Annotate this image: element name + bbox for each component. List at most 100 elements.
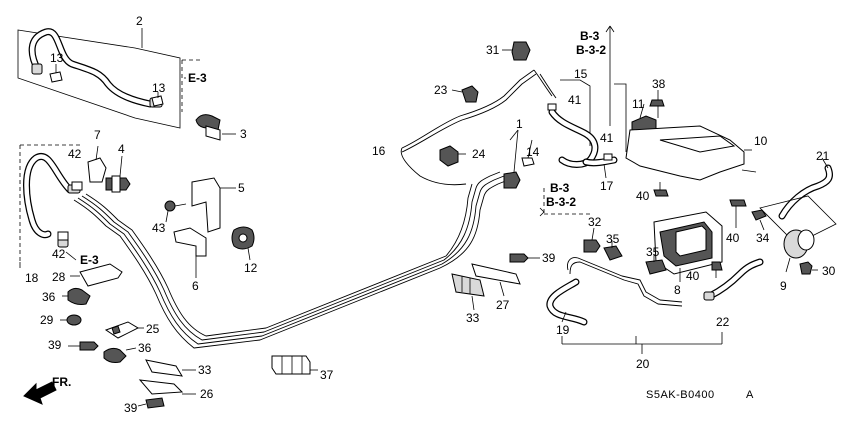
callout-12: 12 xyxy=(244,261,258,275)
clamp-part-35-left xyxy=(603,240,623,261)
clamp-part-33-center xyxy=(451,273,485,311)
cap-part-29 xyxy=(60,314,82,326)
callout-19: 19 xyxy=(556,323,570,337)
callout-15: 15 xyxy=(574,67,588,81)
callout-41-mid: 41 xyxy=(600,131,614,145)
diagram-revision: A xyxy=(746,389,754,401)
clamp-part-37 xyxy=(271,355,318,375)
filter-part-9 xyxy=(783,229,815,273)
hose-part-21 xyxy=(759,157,837,245)
ref-e3-left: E-3 xyxy=(80,253,99,267)
bracket-part-6 xyxy=(173,227,207,278)
assembly-box-2 xyxy=(17,28,181,129)
callout-35-left: 35 xyxy=(606,232,620,246)
callout-28: 28 xyxy=(52,270,66,284)
clip-part-13-left xyxy=(49,64,63,83)
callout-11: 11 xyxy=(632,97,645,111)
hose-part-17 xyxy=(548,108,599,168)
callout-40-top: 40 xyxy=(636,189,650,203)
clip-part-14 xyxy=(521,139,535,167)
ref-e3-top: E-3 xyxy=(188,71,207,85)
bolt-part-39-left xyxy=(68,341,99,351)
callout-37: 37 xyxy=(320,368,334,382)
callout-33-left: 33 xyxy=(198,363,212,377)
callout-23: 23 xyxy=(434,83,448,97)
callout-5: 5 xyxy=(238,181,245,195)
callout-36-left: 36 xyxy=(42,290,56,304)
bolt-part-39-bottom xyxy=(137,397,165,409)
joint-part-4 xyxy=(105,155,131,193)
clamp-part-36-left xyxy=(62,287,91,305)
callout-8: 8 xyxy=(674,283,681,297)
callout-39-left: 39 xyxy=(48,338,62,352)
clamp-part-25 xyxy=(104,321,144,339)
callout-25: 25 xyxy=(146,322,160,336)
callout-17: 17 xyxy=(600,179,614,193)
ref-b3-2-top: B-3-2 xyxy=(576,43,606,57)
assembly-box-15 xyxy=(543,26,627,215)
callout-20: 20 xyxy=(636,357,650,371)
callout-13-right: 13 xyxy=(152,81,166,95)
callout-40-right: 40 xyxy=(726,231,740,245)
callout-33-center: 33 xyxy=(466,311,480,325)
fuel-pipe-set xyxy=(73,69,557,349)
callout-7: 7 xyxy=(94,128,101,142)
bolt-part-40-top xyxy=(653,182,669,197)
callout-labels: 2 13 13 3 7 4 42 42 18 5 43 6 12 28 36 2… xyxy=(25,14,836,415)
assembly-line-20 xyxy=(561,332,723,354)
bolt-part-43 xyxy=(164,200,187,223)
hose-part-2 xyxy=(28,28,163,108)
callout-4: 4 xyxy=(118,142,125,156)
clip-part-7 xyxy=(87,145,107,183)
callout-27: 27 xyxy=(496,298,510,312)
assembly-box-18 xyxy=(19,144,80,268)
bolt-part-38 xyxy=(649,90,665,118)
bolt-part-39-center xyxy=(509,253,540,263)
hose-part-18 xyxy=(23,153,81,248)
clamp-part-3 xyxy=(195,114,236,141)
diagram-code: S5AK-B0400 A xyxy=(646,389,754,401)
bracket-part-26 xyxy=(138,379,196,395)
clamp-part-35-right xyxy=(645,254,667,275)
callout-3: 3 xyxy=(240,127,247,141)
callout-39-center: 39 xyxy=(542,251,556,265)
callout-16: 16 xyxy=(372,144,386,158)
callout-40-lower: 40 xyxy=(686,269,700,283)
callout-13-left: 13 xyxy=(50,51,64,65)
ref-b3-mid: B-3 xyxy=(550,181,570,195)
clamp-part-24 xyxy=(439,145,466,167)
hose-part-22 xyxy=(703,258,764,301)
hose-part-19 xyxy=(546,257,683,326)
grommet-part-12 xyxy=(231,226,255,261)
callout-21: 21 xyxy=(816,149,830,163)
callout-1: 1 xyxy=(516,117,523,131)
callout-34: 34 xyxy=(756,231,770,245)
callout-24: 24 xyxy=(472,147,486,161)
callout-42-bottom: 42 xyxy=(52,247,66,261)
clamp-part-36-mid xyxy=(103,347,137,363)
callout-18: 18 xyxy=(25,271,39,285)
bracket-part-5 xyxy=(191,177,236,233)
clip-part-41 xyxy=(547,103,613,161)
clamp-part-32 xyxy=(583,227,601,253)
diagram-code-text: S5AK-B0400 xyxy=(646,389,715,401)
callout-42-top: 42 xyxy=(68,147,82,161)
clip-part-13-right xyxy=(151,92,164,107)
joint-part-34 xyxy=(751,209,767,231)
callout-35-right: 35 xyxy=(646,245,660,259)
clamp-part-23 xyxy=(451,85,479,103)
callout-30: 30 xyxy=(822,264,836,278)
callout-6: 6 xyxy=(192,279,199,293)
ref-b3-top: B-3 xyxy=(580,29,600,43)
callout-22: 22 xyxy=(716,315,730,329)
ref-b3-2-mid: B-3-2 xyxy=(546,195,576,209)
callout-38: 38 xyxy=(652,77,666,91)
callout-29: 29 xyxy=(40,313,54,327)
bolt-part-40-right xyxy=(729,199,747,228)
clamp-part-33-left xyxy=(145,359,196,377)
reference-labels: E-3 E-3 B-3 B-3-2 B-3 B-3-2 xyxy=(65,25,615,267)
callout-39-bottom: 39 xyxy=(124,401,138,415)
callout-26: 26 xyxy=(200,387,214,401)
front-direction-arrow: FR. xyxy=(23,375,71,405)
callout-10: 10 xyxy=(754,134,768,148)
